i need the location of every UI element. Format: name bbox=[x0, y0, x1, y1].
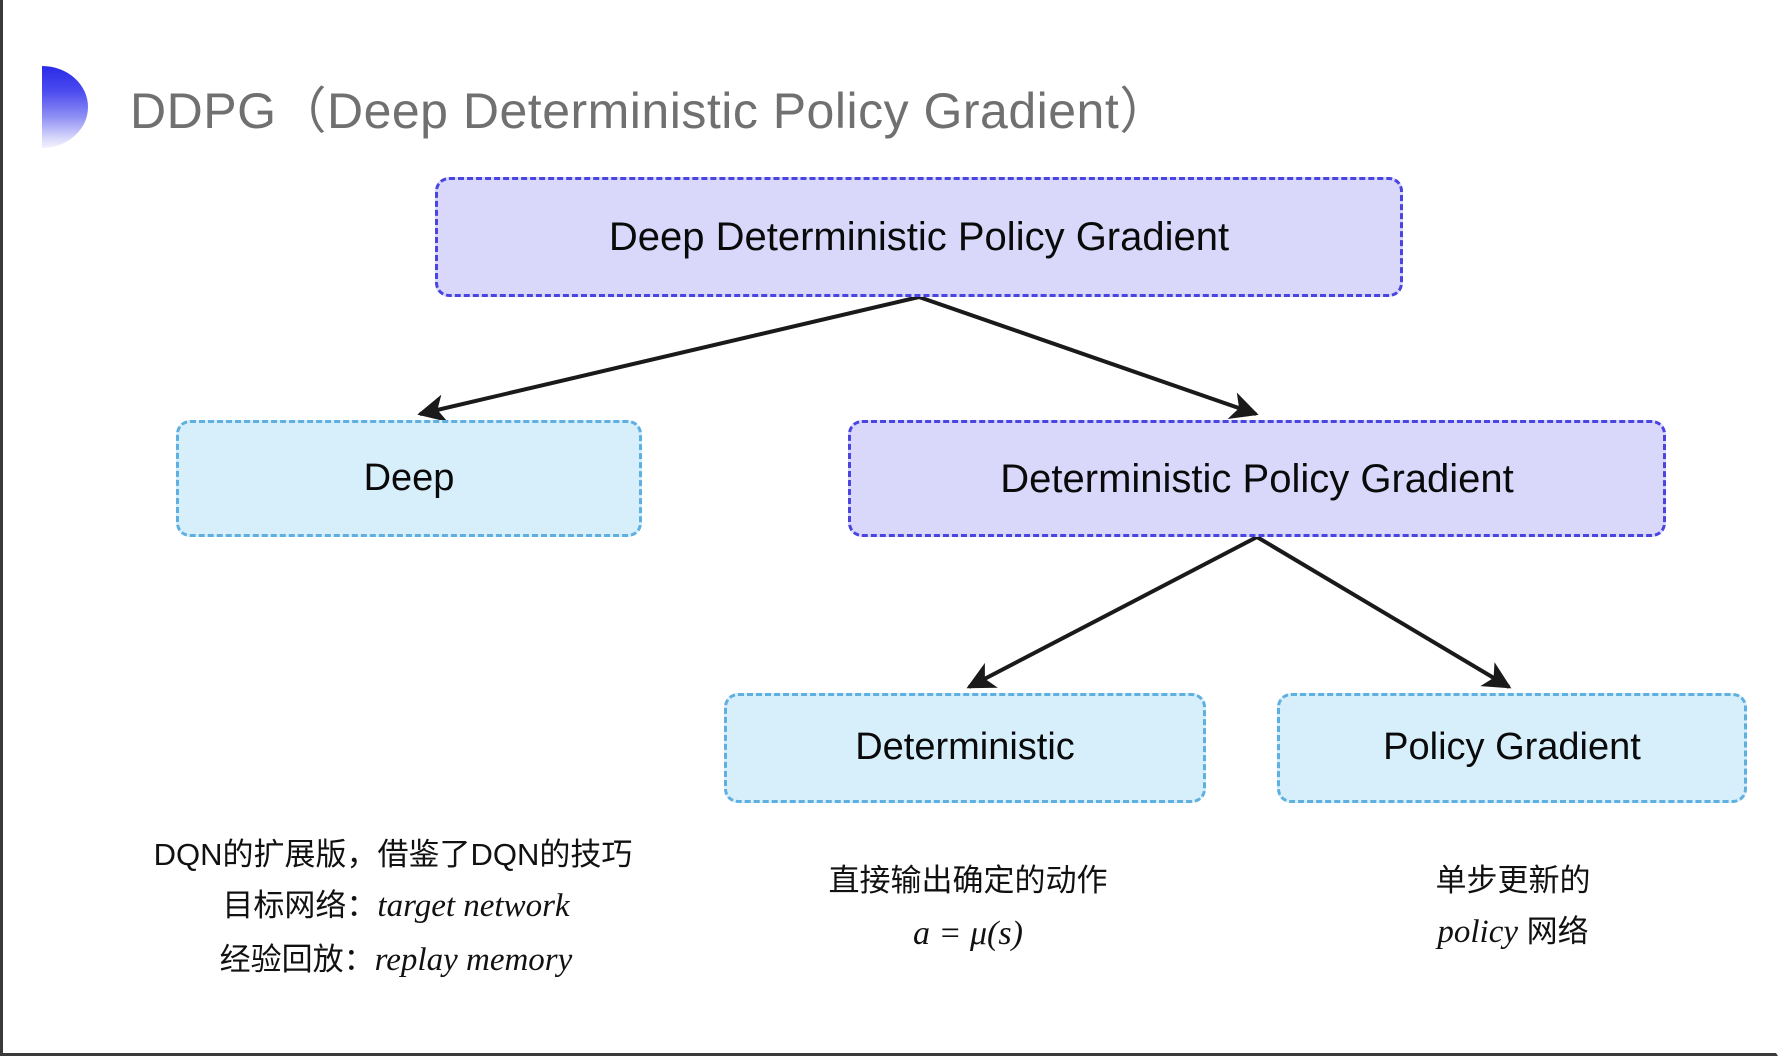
edge-root-to-dpg bbox=[918, 295, 1259, 419]
page-title-text: DDPG（Deep Deterministic Policy Gradient） bbox=[130, 83, 1170, 139]
edge-dpg-to-deterministic bbox=[966, 535, 1258, 689]
page-title: DDPG（Deep Deterministic Policy Gradient） bbox=[3, 62, 1170, 152]
edge-root-to-deep bbox=[417, 295, 920, 422]
caption-policy-gradient-line2-value: policy bbox=[1437, 914, 1518, 951]
node-policy-gradient[interactable]: Policy Gradient bbox=[1277, 693, 1747, 803]
caption-deep-line3-label: 经验回放： bbox=[219, 941, 375, 977]
node-label: Deterministic bbox=[855, 726, 1075, 769]
caption-policy-gradient-line2-suffix: 网络 bbox=[1518, 914, 1589, 950]
caption-deterministic-formula: a = μ(s) bbox=[913, 915, 1023, 953]
caption-deep-line2: 目标网络：target network bbox=[113, 880, 673, 933]
node-label: Deterministic Policy Gradient bbox=[1000, 456, 1514, 501]
caption-deep-line1: DQN的扩展版，借鉴了DQN的技巧 bbox=[153, 837, 633, 872]
node-deep[interactable]: Deep bbox=[176, 420, 642, 537]
node-label: Deep bbox=[363, 456, 455, 499]
node-deterministic-policy-gradient[interactable]: Deterministic Policy Gradient bbox=[848, 420, 1666, 537]
node-label: Policy Gradient bbox=[1383, 726, 1641, 769]
caption-deep-line2-label: 目标网络： bbox=[222, 888, 378, 924]
caption-deep-line3-value: replay memory bbox=[374, 941, 573, 978]
caption-policy-gradient: 单步更新的 policy 网络 bbox=[1348, 856, 1678, 960]
caption-deep-line3: 经验回放：replay memory bbox=[113, 934, 673, 987]
edge-dpg-to-policy-gradient bbox=[1255, 535, 1512, 689]
caption-deterministic-line1: 直接输出确定的动作 bbox=[828, 863, 1108, 898]
caption-policy-gradient-line2: policy 网络 bbox=[1348, 906, 1678, 959]
caption-deterministic: 直接输出确定的动作 a = μ(s) bbox=[788, 856, 1148, 961]
caption-deep: DQN的扩展版，借鉴了DQN的技巧 目标网络：target network 经验… bbox=[113, 830, 673, 987]
caption-policy-gradient-line1: 单步更新的 bbox=[1435, 863, 1591, 898]
node-deterministic[interactable]: Deterministic bbox=[724, 693, 1206, 803]
node-deep-deterministic-policy-gradient[interactable]: Deep Deterministic Policy Gradient bbox=[435, 177, 1403, 297]
caption-deep-line2-value: target network bbox=[377, 888, 570, 925]
half-circle-gradient-icon bbox=[42, 66, 88, 148]
node-label: Deep Deterministic Policy Gradient bbox=[608, 215, 1230, 259]
